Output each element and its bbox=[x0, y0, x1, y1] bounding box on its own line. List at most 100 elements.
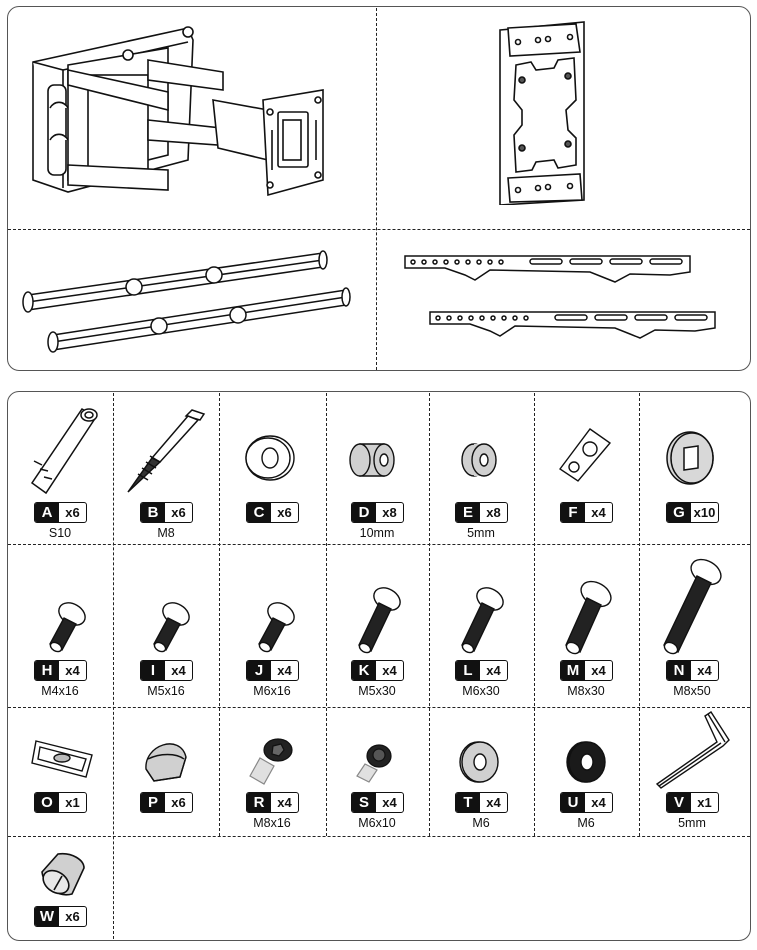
part-size-label: 5mm bbox=[678, 816, 706, 830]
divider bbox=[8, 707, 750, 708]
part-quantity: x6 bbox=[171, 795, 186, 810]
part-size-label: M4x16 bbox=[41, 684, 79, 698]
part-size-label: M6 bbox=[577, 816, 595, 830]
divider bbox=[219, 393, 220, 836]
divider bbox=[113, 393, 114, 939]
part-quantity: x10 bbox=[693, 505, 716, 520]
part-letter: J bbox=[247, 661, 271, 680]
screw-m6x30-icon bbox=[461, 587, 504, 654]
part-size-label: M6x16 bbox=[253, 684, 291, 698]
part-letter: U bbox=[561, 793, 585, 812]
part-letter: M bbox=[561, 661, 585, 680]
screw-m4x16-icon bbox=[49, 602, 86, 653]
part-size-label: M6 bbox=[472, 816, 490, 830]
part-letter: S bbox=[352, 793, 376, 812]
washer-black-icon bbox=[566, 741, 606, 783]
part-letter: T bbox=[456, 793, 480, 812]
tv-hanging-brackets-icon bbox=[404, 255, 716, 339]
divider bbox=[8, 836, 750, 837]
part-letter: W bbox=[35, 907, 59, 926]
allen-key-icon bbox=[655, 711, 730, 789]
part-size-label: 10mm bbox=[359, 526, 395, 540]
part-letter: G bbox=[667, 503, 691, 522]
divider bbox=[534, 393, 535, 836]
part-letter: O bbox=[35, 793, 59, 812]
part-size-label: M6x10 bbox=[358, 816, 396, 830]
part-quantity: x4 bbox=[486, 663, 501, 678]
part-quantity: x4 bbox=[591, 795, 606, 810]
part-quantity: x6 bbox=[65, 505, 80, 520]
part-size-label: M8x50 bbox=[673, 684, 711, 698]
flat-washer-icon bbox=[245, 435, 295, 481]
spacer-10mm-icon bbox=[349, 443, 395, 477]
lag-bolt-icon bbox=[127, 409, 206, 493]
cap-nut-cover-icon bbox=[145, 743, 187, 782]
part-letter: C bbox=[247, 503, 271, 522]
bubble-level-icon bbox=[31, 740, 93, 778]
part-quantity: x4 bbox=[277, 663, 292, 678]
part-quantity: x4 bbox=[382, 663, 397, 678]
screw-m6x16-icon bbox=[258, 602, 295, 653]
divider bbox=[429, 393, 430, 836]
part-size-label: M5x16 bbox=[147, 684, 185, 698]
extension-bars-icon bbox=[22, 250, 351, 353]
part-letter: I bbox=[141, 661, 165, 680]
screw-m5x16-icon bbox=[153, 602, 190, 653]
part-quantity: x4 bbox=[486, 795, 501, 810]
part-quantity: x8 bbox=[486, 505, 501, 520]
part-quantity: x1 bbox=[65, 795, 80, 810]
part-quantity: x4 bbox=[382, 795, 397, 810]
hex-socket-screw-m8x16-icon bbox=[249, 738, 293, 785]
part-letter: E bbox=[456, 503, 480, 522]
part-letter: H bbox=[35, 661, 59, 680]
cover-ring-icon bbox=[41, 852, 85, 896]
screw-m8x30-icon bbox=[565, 580, 612, 655]
spacer-5mm-icon bbox=[461, 443, 497, 477]
part-size-label: M6x30 bbox=[462, 684, 500, 698]
two-hole-plate-icon bbox=[558, 428, 612, 482]
divider bbox=[326, 393, 327, 836]
part-quantity: x4 bbox=[65, 663, 80, 678]
part-size-label: M8x30 bbox=[567, 684, 605, 698]
part-quantity: x4 bbox=[171, 663, 186, 678]
part-letter: A bbox=[35, 503, 59, 522]
divider bbox=[8, 229, 750, 230]
wall-arm-bracket-icon bbox=[32, 26, 324, 197]
part-letter: K bbox=[352, 661, 376, 680]
hex-socket-screw-m6x10-icon bbox=[356, 744, 392, 783]
divider bbox=[639, 393, 640, 836]
divider bbox=[8, 544, 750, 545]
square-hole-washer-icon bbox=[666, 431, 714, 485]
part-letter: V bbox=[667, 793, 691, 812]
part-letter: N bbox=[667, 661, 691, 680]
part-size-label: M8x16 bbox=[253, 816, 291, 830]
divider bbox=[376, 8, 377, 370]
part-quantity: x1 bbox=[697, 795, 712, 810]
washer-grey-icon bbox=[459, 741, 499, 783]
screw-m5x30-icon bbox=[358, 587, 401, 654]
part-quantity: x4 bbox=[277, 795, 292, 810]
part-letter: P bbox=[141, 793, 165, 812]
part-size-label: S10 bbox=[48, 526, 72, 540]
part-quantity: x6 bbox=[171, 505, 186, 520]
screw-m8x50-icon bbox=[663, 558, 722, 655]
